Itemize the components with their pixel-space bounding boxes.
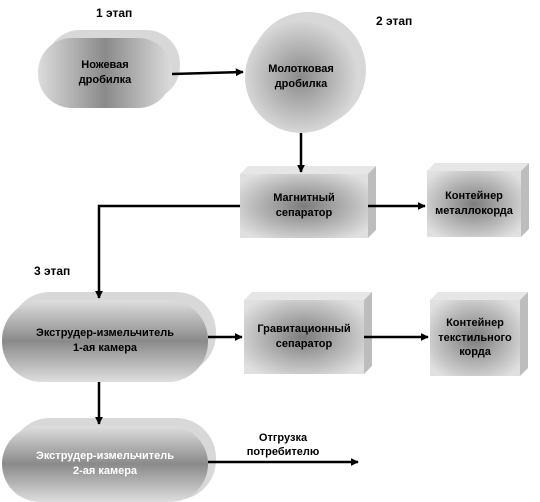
textile-cord-container-label: Контейнер текстильного корда bbox=[438, 316, 512, 359]
extruder-2-label: Экструдер-измельчитель 2-ая камера bbox=[36, 450, 174, 477]
node-extruder-2 bbox=[2, 418, 216, 502]
stage-2-label: 2 этап bbox=[376, 14, 413, 28]
connectors bbox=[95, 68, 429, 466]
extruder-1-label: Экструдер-измельчитель 1-ая камера bbox=[36, 327, 174, 354]
node-extruder-1 bbox=[2, 292, 216, 382]
arrow-magnetic-to-extruder-1 bbox=[95, 204, 240, 299]
node-magnetic-separator bbox=[240, 166, 376, 238]
node-metal-cord-container bbox=[427, 163, 529, 237]
magnetic-separator-label: Магнитный сепаратор bbox=[273, 192, 335, 219]
stage-3-label: 3 этап bbox=[34, 264, 71, 278]
node-hammer-crusher bbox=[245, 12, 366, 133]
hammer-crusher-label: Молотковая дробилка bbox=[268, 63, 334, 90]
node-textile-cord-container bbox=[430, 292, 528, 376]
metal-cord-container-label: Контейнер металлокорда bbox=[435, 190, 513, 217]
stage-1-label: 1 этап bbox=[96, 6, 133, 20]
arrow-knife-to-hammer bbox=[171, 68, 244, 77]
node-gravity-separator bbox=[244, 292, 372, 374]
shipment-label: Отгрузка потребителю bbox=[246, 432, 320, 458]
gravity-separator-label: Гравитационный сепаратор bbox=[257, 323, 351, 350]
knife-crusher-label: Ножевая дробилка bbox=[78, 59, 132, 86]
node-knife-crusher bbox=[38, 30, 180, 108]
